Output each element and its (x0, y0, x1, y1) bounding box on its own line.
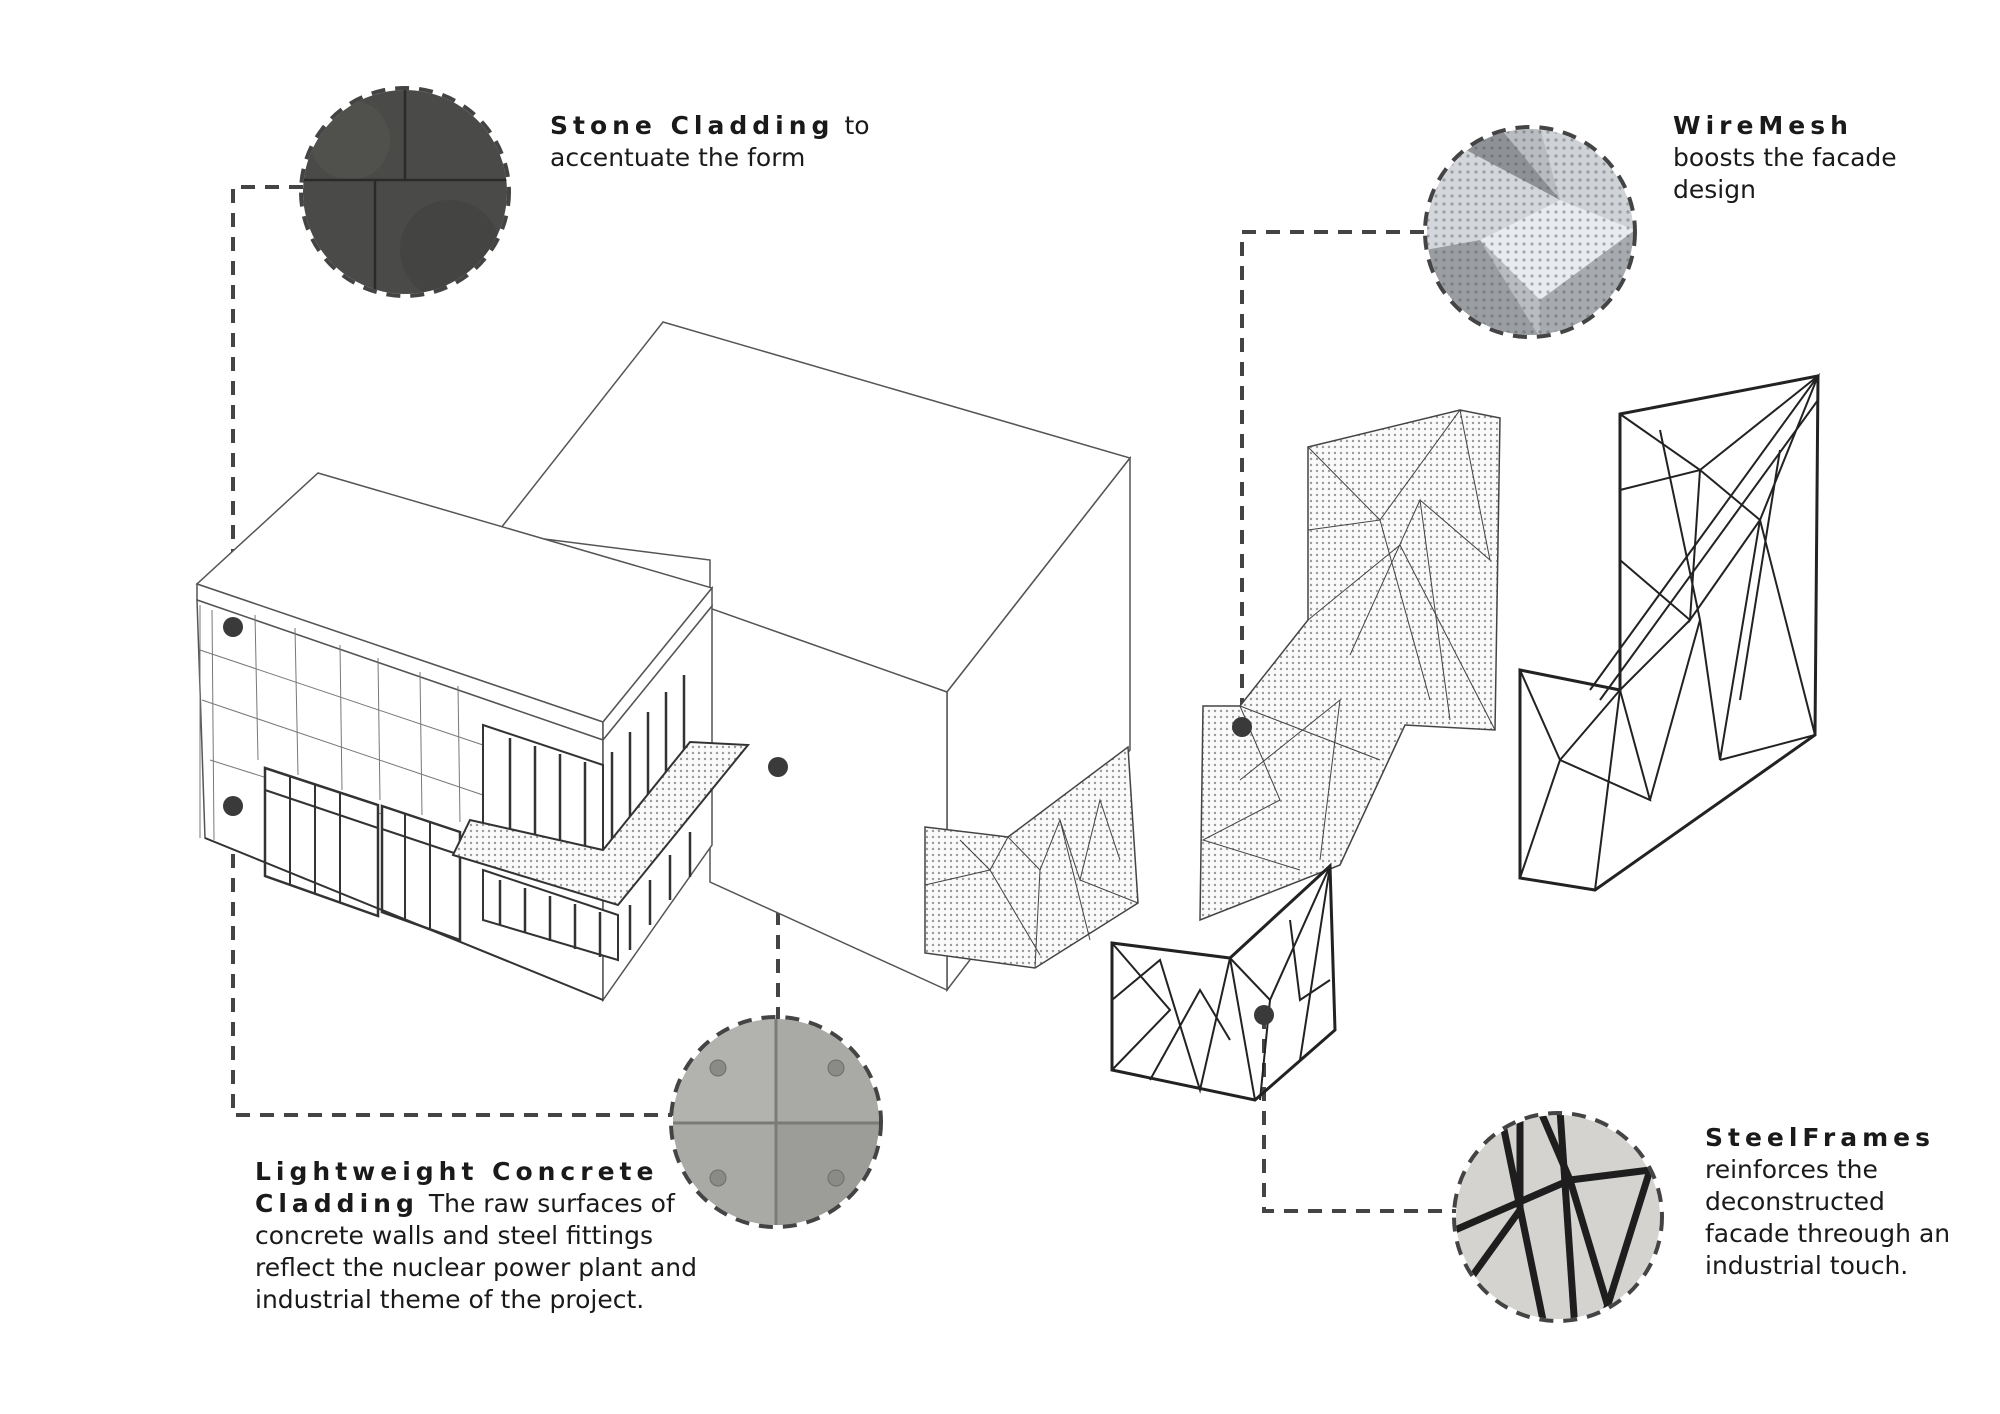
stone-cladding-title: Stone Cladding (550, 111, 835, 140)
canopy (451, 740, 751, 907)
wiremesh-leader (1240, 230, 1424, 727)
steel-dot (1254, 1005, 1274, 1025)
concrete-line4: industrial theme of the project. (255, 1285, 645, 1314)
front-building (195, 472, 751, 1003)
wiremesh-label: WireMesh boosts the facade design (1673, 110, 1897, 206)
concrete-title-line2: Cladding (255, 1189, 419, 1218)
stone-dot (223, 617, 243, 637)
concrete-leader (231, 806, 672, 1117)
mesh-panel-large (1199, 409, 1501, 922)
steel-frames-line4: industrial touch. (1705, 1251, 1909, 1280)
concrete-dot-right (768, 757, 788, 777)
wiremesh-title: WireMesh (1673, 111, 1853, 140)
concrete-trail: The raw surfaces of (428, 1189, 675, 1218)
concrete-line3: reflect the nuclear power plant and (255, 1253, 697, 1282)
steel-frames-line3: facade threough an (1705, 1219, 1951, 1248)
connection-dots (223, 617, 1274, 1025)
concrete-title-line1: Lightweight Concrete (255, 1157, 659, 1186)
steel-frames-line1: reinforces the (1705, 1155, 1878, 1184)
wiremesh-line1: boosts the facade (1673, 143, 1897, 172)
steel-frames-label: SteelFrames reinforces the deconstructed… (1705, 1122, 1950, 1282)
stone-cladding-label: Stone Cladding to accentuate the form (550, 110, 870, 174)
wire-mesh-panels (924, 372, 1821, 1102)
stone-cladding-trail: to (844, 111, 870, 140)
wiremesh-dot (1232, 717, 1252, 737)
steel-frames-title: SteelFrames (1705, 1123, 1935, 1152)
concrete-label: Lightweight Concrete Cladding The raw sur… (255, 1156, 697, 1316)
concrete-dot-left (223, 796, 243, 816)
steel-leader (1262, 1015, 1456, 1213)
concrete-line2: concrete walls and steel fittings (255, 1221, 653, 1250)
steel-frames-swatch (1452, 1111, 1664, 1323)
stone-leader (231, 185, 303, 627)
concrete-swatch (669, 1015, 883, 1229)
steel-panel-right (1518, 374, 1820, 892)
wiremesh-line2: design (1673, 175, 1756, 204)
wire-mesh-swatch (1423, 125, 1637, 339)
stone-cladding-swatch (299, 86, 511, 298)
steel-frames-line2: deconstructed (1705, 1187, 1885, 1216)
stone-cladding-body: accentuate the form (550, 143, 806, 172)
